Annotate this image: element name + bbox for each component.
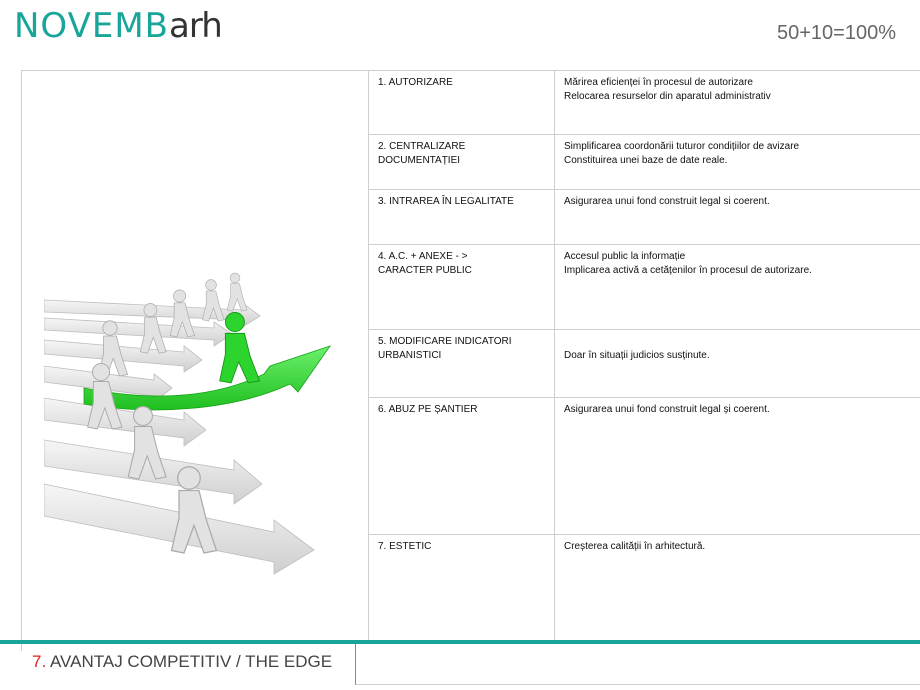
footer-number: 7. [32, 652, 47, 671]
footer-divider [0, 640, 920, 644]
table-row: 1. AUTORIZARE Mărirea eficienței în proc… [368, 70, 920, 135]
table-row: 2. CENTRALIZARE DOCUMENTAȚIEI Simplifica… [368, 134, 920, 190]
logo-text-main: NOVEMB [14, 6, 169, 46]
row-description: Asigurarea unui fond construit legal și … [554, 397, 920, 535]
logo-text-script: arh [169, 6, 223, 46]
row-label: 1. AUTORIZARE [368, 70, 555, 135]
row-description: Creșterea calității în arhitectură. [554, 534, 920, 641]
row-description: Simplificarea coordonării tuturor condiț… [554, 134, 920, 190]
footer-title: 7. AVANTAJ COMPETITIV / THE EDGE [32, 652, 332, 672]
table-row: 7. ESTETIC Creșterea calității în arhite… [368, 534, 920, 641]
table-row: 3. INTRAREA ÎN LEGALITATE Asigurarea unu… [368, 189, 920, 245]
headline: 50+10=100% [776, 22, 896, 44]
table-row: 5. MODIFICARE INDICATORI URBANISTICI Doa… [368, 329, 920, 398]
footer-text: AVANTAJ COMPETITIV / THE EDGE [46, 652, 333, 671]
row-label: 2. CENTRALIZARE DOCUMENTAȚIEI [368, 134, 555, 190]
row-label: 3. INTRAREA ÎN LEGALITATE [368, 189, 555, 245]
row-label: 5. MODIFICARE INDICATORI URBANISTICI [368, 329, 555, 398]
table-row: 6. ABUZ PE ȘANTIER Asigurarea unui fond … [368, 397, 920, 535]
row-label: 7. ESTETIC [368, 534, 555, 641]
figures-racing-on-arrows-icon [44, 272, 332, 575]
row-description: Asigurarea unui fond construit legal si … [554, 189, 920, 245]
footer-box [355, 644, 920, 685]
row-description: Doar în situații judicios susținute. [554, 329, 920, 398]
row-label: 4. A.C. + ANEXE - > CARACTER PUBLIC [368, 244, 555, 330]
row-label: 6. ABUZ PE ȘANTIER [368, 397, 555, 535]
row-description: Mărirea eficienței în procesul de autori… [554, 70, 920, 135]
edge-table: 1. AUTORIZARE Mărirea eficienței în proc… [368, 70, 920, 641]
row-description: Accesul public la informație Implicarea … [554, 244, 920, 330]
table-row: 4. A.C. + ANEXE - > CARACTER PUBLIC Acce… [368, 244, 920, 330]
